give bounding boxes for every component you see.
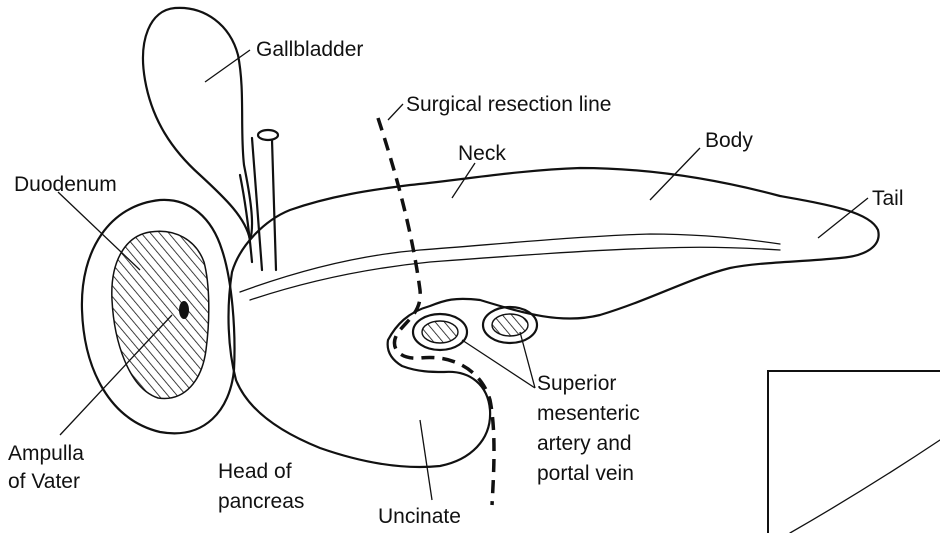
ampulla-label-line1: Ampulla [8, 442, 84, 465]
pancreatic-duct [239, 233, 781, 293]
ampulla-leader [59, 314, 173, 436]
vessels-label-line2: mesenteric [537, 402, 640, 425]
vessels-label-line1: Superior [537, 372, 617, 395]
bile-duct [250, 136, 278, 272]
vessels-leader [461, 331, 536, 389]
gallbladder-leader [204, 49, 251, 83]
duodenum-leader [57, 191, 141, 271]
vessels-label-line4: portal vein [537, 462, 634, 485]
head-label-line2: pancreas [218, 490, 305, 513]
resection-line-label: Surgical resection line [406, 93, 612, 116]
body-leader [649, 147, 701, 201]
duodenum-lumen [111, 230, 210, 400]
duodenum [80, 198, 236, 435]
inset-frame [767, 370, 940, 533]
neck-leader [451, 162, 476, 199]
head-label-line1: Head of [218, 460, 292, 483]
ampulla-label-line2: of Vater [8, 470, 80, 493]
uncinate-leader [419, 419, 433, 501]
resection-leader [387, 103, 404, 121]
neck-label: Neck [458, 142, 506, 165]
duodenum-label: Duodenum [14, 173, 117, 196]
superior-mesenteric-artery-lumen [491, 313, 529, 337]
superior-mesenteric-vein-outer [411, 312, 469, 352]
surgical-resection-line [376, 117, 496, 506]
tail-leader [817, 197, 869, 239]
body-label: Body [705, 129, 753, 152]
tail-label: Tail [872, 187, 904, 210]
gallbladder [141, 6, 254, 242]
inset-curve [789, 439, 940, 533]
gallbladder-label: Gallbladder [256, 38, 364, 61]
ampulla-of-vater [179, 301, 189, 319]
vessels-label-line3: artery and [537, 432, 632, 455]
superior-mesenteric-vein-lumen [421, 320, 459, 344]
bile-duct-opening [256, 128, 280, 142]
superior-mesenteric-artery-outer [481, 305, 539, 345]
uncinate-label: Uncinate [378, 505, 461, 528]
